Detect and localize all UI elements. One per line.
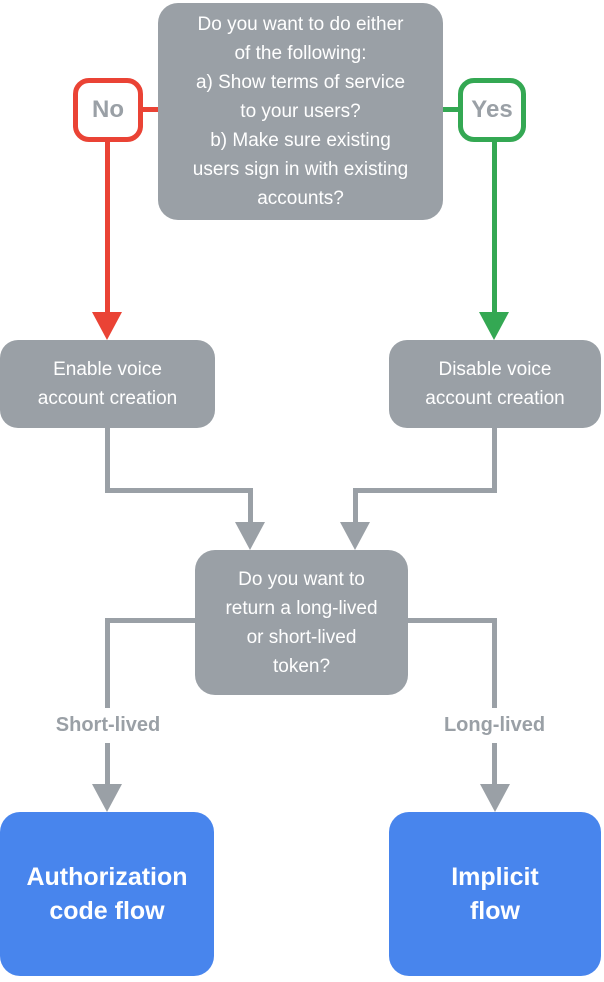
enable-to-token-vertical-line-1 <box>104 428 110 490</box>
disable-to-token-arrowhead-icon <box>340 522 370 550</box>
yes-branch-arrowhead-icon <box>479 312 509 340</box>
long-lived-arrowhead-icon <box>480 784 510 812</box>
enable-to-token-horizontal-line <box>104 487 253 493</box>
long-lived-label: Long-lived <box>409 708 580 743</box>
top-question-node: Do you want to do either of the followin… <box>158 3 443 220</box>
long-lived-horizontal-line <box>408 617 497 623</box>
disable-to-token-vertical-line-2 <box>352 487 358 524</box>
token-question-text: Do you want to return a long-lived or sh… <box>225 568 378 677</box>
no-branch-horizontal-line <box>143 107 158 112</box>
enable-to-token-arrowhead-icon <box>235 522 265 550</box>
disable-voice-node: Disable voice account creation <box>389 340 601 428</box>
no-badge: No <box>73 78 143 142</box>
short-lived-label-text: Short-lived <box>55 714 161 736</box>
yes-badge-text: Yes <box>471 96 513 123</box>
no-badge-text: No <box>92 96 124 123</box>
yes-badge: Yes <box>458 78 526 142</box>
authorization-code-flow-text: Authorization code flow <box>26 863 188 925</box>
enable-voice-text: Enable voice account creation <box>37 359 178 409</box>
enable-to-token-vertical-line-2 <box>247 487 253 524</box>
disable-to-token-horizontal-line <box>352 487 497 493</box>
implicit-flow-text: Implicit flow <box>451 863 539 925</box>
token-question-node: Do you want to return a long-lived or sh… <box>195 550 408 695</box>
short-lived-arrowhead-icon <box>92 784 122 812</box>
yes-branch-horizontal-line <box>443 107 458 112</box>
long-lived-vertical-line <box>492 617 497 785</box>
disable-to-token-vertical-line-1 <box>491 428 497 490</box>
authorization-code-flow-node: Authorization code flow <box>0 812 214 976</box>
top-question-text: Do you want to do either of the followin… <box>192 14 409 209</box>
no-branch-arrowhead-icon <box>92 312 122 340</box>
implicit-flow-node: Implicit flow <box>389 812 601 976</box>
short-lived-label: Short-lived <box>23 708 193 743</box>
yes-branch-vertical-line <box>491 142 497 314</box>
long-lived-label-text: Long-lived <box>443 714 546 736</box>
short-lived-horizontal-line <box>104 617 196 623</box>
enable-voice-node: Enable voice account creation <box>0 340 215 428</box>
no-branch-vertical-line <box>104 142 110 314</box>
disable-voice-text: Disable voice account creation <box>425 359 565 409</box>
short-lived-vertical-line <box>104 617 110 785</box>
